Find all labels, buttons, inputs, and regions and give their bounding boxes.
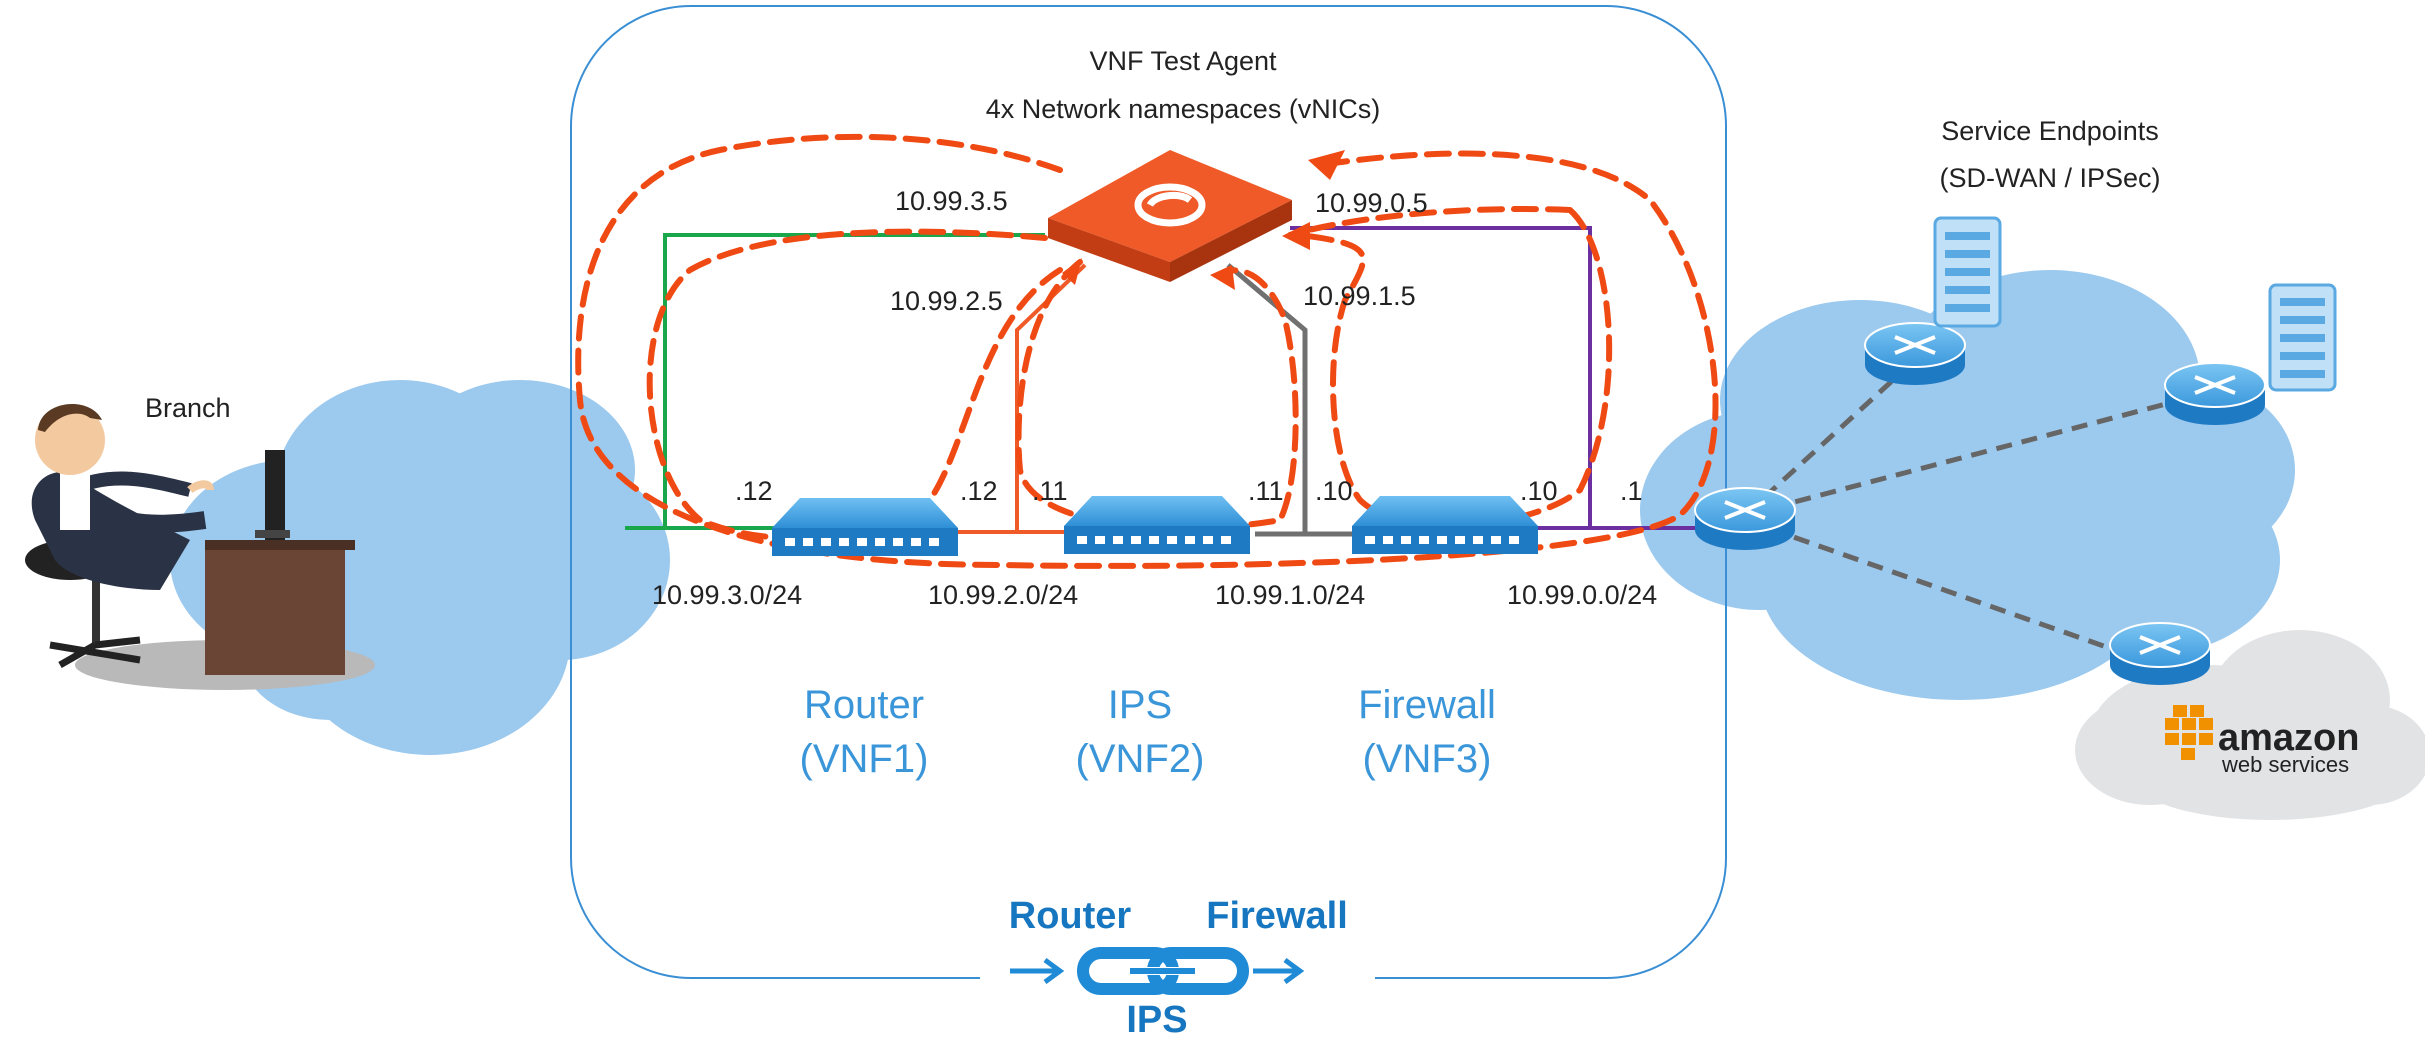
endpoint-router-2-icon[interactable]	[2164, 362, 2266, 425]
subnet-s0: 10.99.0.0/24	[1507, 580, 1657, 610]
endpoint-router-1-icon[interactable]	[1864, 322, 1966, 385]
chain-arrow-right-icon	[1253, 957, 1305, 985]
vnf2-id: (VNF2)	[1076, 737, 1205, 781]
traffic-paths	[575, 133, 1719, 569]
endpoint-links	[1743, 358, 2201, 653]
aws-logo-subtext: web services	[2221, 752, 2349, 777]
server-1-icon	[1933, 216, 2002, 328]
vnf3-name: Firewall	[1358, 683, 1496, 727]
ip-ns1: 10.99.1.5	[1303, 281, 1416, 311]
chain-ips-label: IPS	[1126, 999, 1187, 1041]
chain-router-label: Router	[1009, 895, 1132, 937]
service-chain-graphic: Router Firewall IPS	[1009, 895, 1348, 1041]
aws-logo: amazon web services	[2165, 705, 2359, 777]
vnf1-id: (VNF1)	[800, 737, 929, 781]
vnf2-ips-appliance[interactable]	[1064, 496, 1250, 554]
iface-r3-left: .10	[1315, 476, 1353, 506]
aws-logo-text: amazon	[2218, 717, 2359, 759]
traffic-arrowheads	[1062, 150, 1345, 290]
chain-firewall-label: Firewall	[1206, 895, 1348, 937]
subnet-s3: 10.99.3.0/24	[652, 580, 802, 610]
vnf3-id: (VNF3)	[1363, 737, 1492, 781]
vnf1-router-appliance[interactable]	[772, 498, 958, 556]
iface-r1-right: .12	[960, 476, 998, 506]
vnf-test-agent-appliance[interactable]	[1048, 150, 1292, 282]
service-endpoints-subtitle: (SD-WAN / IPSec)	[1939, 163, 2160, 193]
iface-r2-right: .11	[1248, 476, 1284, 506]
iface-r3-right: .10	[1520, 476, 1558, 506]
ip-ns2: 10.99.2.5	[890, 286, 1003, 316]
subnet-s1: 10.99.1.0/24	[1215, 580, 1365, 610]
agent-subtitle: 4x Network namespaces (vNICs)	[986, 94, 1381, 124]
service-endpoints-title: Service Endpoints	[1941, 116, 2159, 146]
vnf1-name: Router	[804, 683, 924, 727]
agent-title: VNF Test Agent	[1089, 46, 1277, 76]
aws-router-icon[interactable]	[2109, 622, 2211, 685]
server-2-icon	[2268, 283, 2337, 392]
ip-ns0: 10.99.0.5	[1315, 188, 1428, 218]
iface-r2-left: .11	[1032, 476, 1068, 506]
branch-user-illustration	[25, 403, 375, 690]
iface-edge: .1	[1620, 476, 1643, 506]
vnf3-firewall-appliance[interactable]	[1352, 496, 1538, 554]
ip-ns3: 10.99.3.5	[895, 186, 1008, 216]
gray-link	[1226, 263, 1308, 534]
spirent-logo-icon	[1134, 183, 1206, 227]
edge-router-icon[interactable]	[1694, 487, 1796, 550]
chain-arrow-left-icon	[1010, 957, 1065, 985]
subnet-s2: 10.99.2.0/24	[928, 580, 1078, 610]
service-endpoints-cloud	[1640, 270, 2295, 700]
branch-label: Branch	[145, 393, 231, 423]
iface-r1-left: .12	[735, 476, 773, 506]
vnf2-name: IPS	[1108, 683, 1172, 727]
